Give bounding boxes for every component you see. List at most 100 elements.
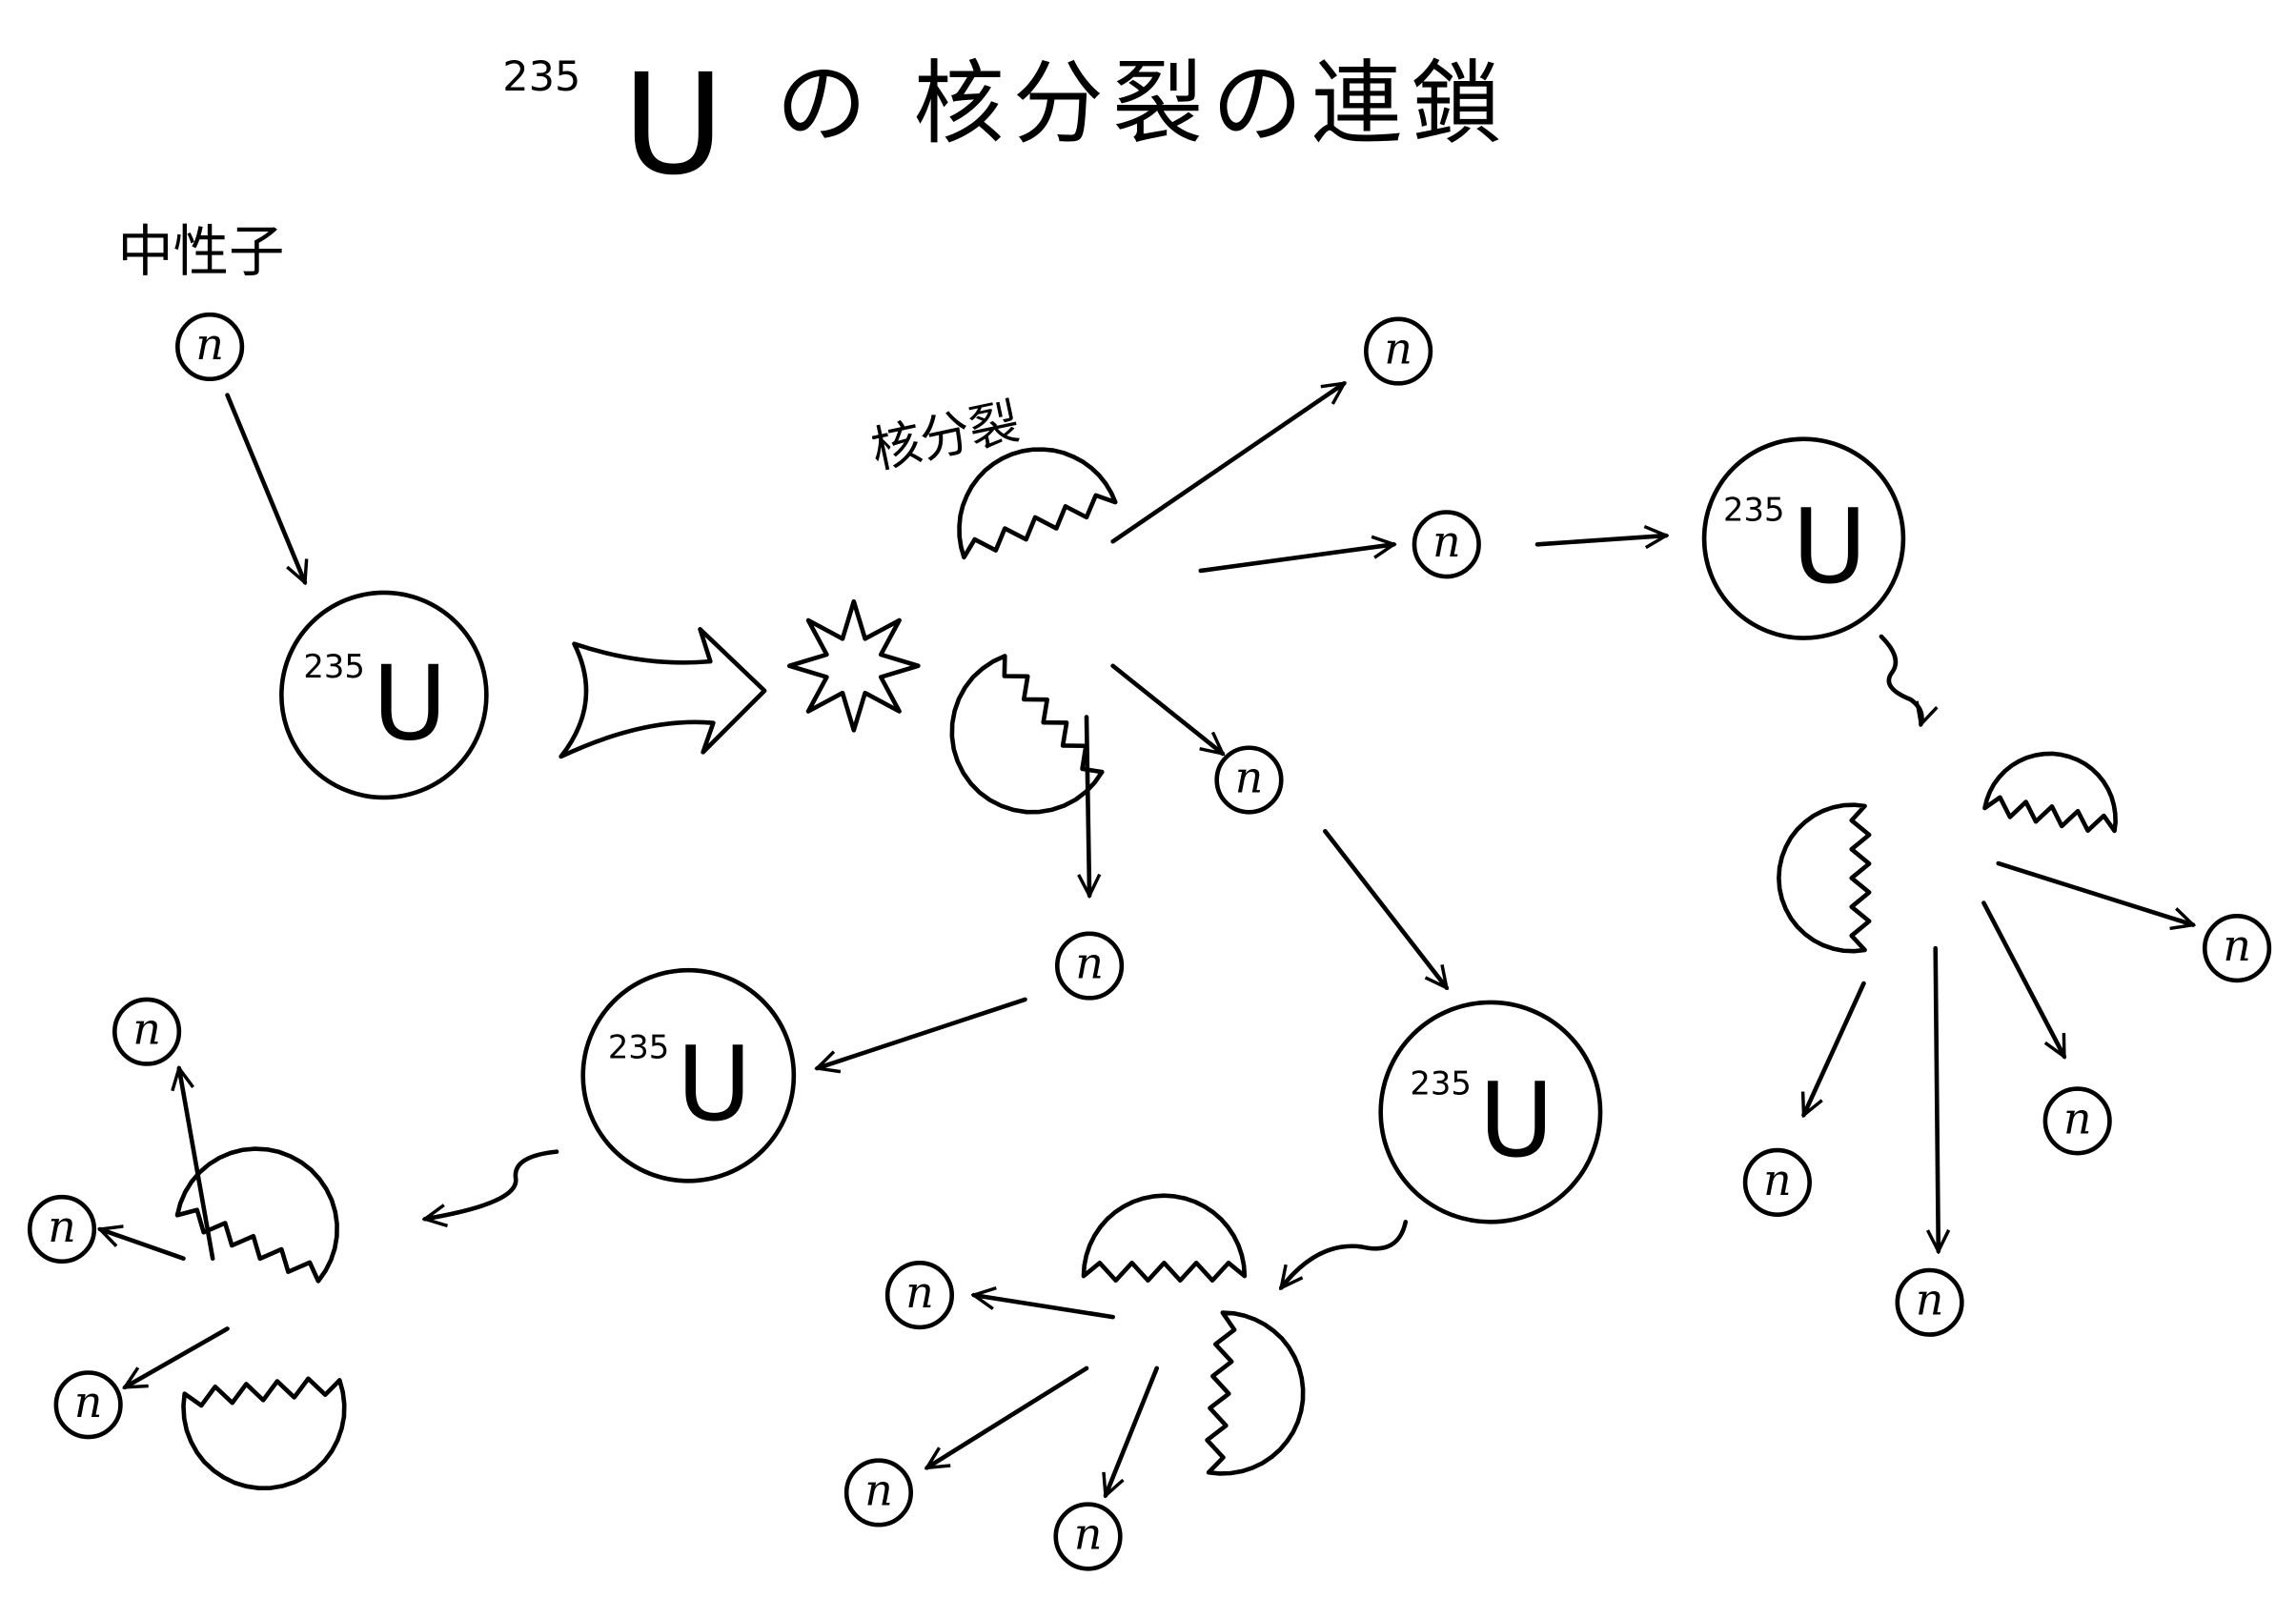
neutron: n [112, 997, 182, 1066]
neutron-circle [1412, 510, 1481, 579]
neutron-circle [884, 1261, 955, 1330]
neutron-arrow [1087, 715, 1089, 896]
nucleus-fragment [949, 654, 1105, 815]
neutron-arrow [100, 1229, 186, 1262]
neutron-arrow [927, 1365, 1089, 1470]
element-symbol: U [373, 645, 448, 764]
neutron-symbol: n [1074, 1507, 1103, 1559]
nucleus-fragment [1777, 802, 1872, 954]
nucleus-fragment [174, 1146, 339, 1284]
element-symbol: U [1792, 488, 1867, 607]
element-symbol: U [677, 1025, 752, 1144]
gamma-wavy-arrow [1879, 634, 1922, 724]
diagram-title: 235 U の 核分裂の連鎖 [502, 45, 1510, 206]
mass-number: 235 [1723, 492, 1784, 529]
neutron-symbol: n [2063, 1092, 2092, 1143]
neutron-label: 中性子 [117, 219, 284, 284]
neutron-circle [1895, 1267, 1964, 1337]
neutron-circle [1742, 1147, 1812, 1217]
fission-label: 核分裂 [866, 394, 1025, 480]
neutron: n [2202, 914, 2272, 983]
neutron-symbol: n [48, 1201, 76, 1252]
gamma-wavy-arrow [1281, 1220, 1409, 1287]
neutron: n [175, 312, 245, 382]
title-text: の 核分裂の連鎖 [776, 51, 1510, 156]
neutrons: n n n n n n n n n n n n n n n [27, 312, 2272, 1571]
nucleus-fragment [1081, 1193, 1248, 1284]
neutron-circle [27, 1194, 97, 1264]
neutron-symbol: n [74, 1376, 103, 1427]
neutron-circle [843, 1458, 914, 1527]
neutron-symbol: n [864, 1464, 893, 1515]
nucleus-circle [279, 590, 489, 800]
big-arrow [559, 627, 767, 759]
nucleus-circle [1701, 436, 1906, 640]
neutron-arrow [817, 997, 1027, 1068]
neutron-arrow [1323, 828, 1446, 987]
neutron-circle [53, 1370, 123, 1440]
neutron-symbol: n [1763, 1154, 1792, 1205]
nucleus-circle [1378, 1000, 1603, 1224]
neutron-arrow [225, 393, 305, 583]
neutron: n [1053, 1502, 1123, 1571]
neutron-symbol: n [132, 1003, 161, 1055]
neutron: n [884, 1261, 955, 1330]
nucleus-fragment [181, 1376, 347, 1490]
neutron-arrow [125, 1326, 230, 1390]
neutron-symbol: n [1075, 938, 1104, 989]
neutron-symbol: n [905, 1266, 934, 1318]
title-mass-number: 235 [502, 53, 580, 101]
arrows [100, 381, 2193, 1496]
neutron-symbol: n [1235, 751, 1264, 802]
neutron-arrow [1106, 1365, 1160, 1496]
neutron-symbol: n [1916, 1274, 1944, 1325]
neutron-arrow [1981, 900, 2067, 1057]
neutron-symbol: n [1384, 323, 1412, 374]
mass-number: 235 [608, 1028, 669, 1065]
fission-fragments [174, 447, 2118, 1490]
mass-number: 235 [1410, 1065, 1471, 1102]
neutron: n [1054, 931, 1125, 1001]
neutron-circle [1054, 931, 1125, 1001]
neutron-arrow [1110, 381, 1345, 544]
neutron: n [1412, 510, 1481, 579]
neutron-arrow [1996, 860, 2193, 925]
neutron-symbol: n [2223, 920, 2251, 971]
neutron: n [843, 1458, 914, 1527]
neutron-circle [1214, 745, 1284, 815]
neutron-arrow [1534, 536, 1666, 544]
neutron-arrow [974, 1295, 1115, 1320]
neutron: n [1364, 316, 1433, 386]
neutron-symbol: n [195, 318, 224, 370]
nucleus-circle [580, 967, 797, 1183]
nucleus-fragment [1982, 751, 2118, 834]
neutron-circle [175, 312, 245, 382]
nucleus-fragment [957, 447, 1118, 560]
neutron-circle [2042, 1086, 2112, 1156]
neutron-circle [2202, 914, 2272, 983]
title-element: U [622, 45, 724, 206]
neutron-arrow [1804, 981, 1866, 1115]
neutron-arrow [1936, 945, 1939, 1251]
neutron: n [2042, 1086, 2112, 1156]
nucleus-fragment [1205, 1310, 1306, 1476]
fission-star-icon [786, 598, 921, 733]
neutron-circle [1364, 316, 1433, 386]
neutron: n [1742, 1147, 1812, 1217]
element-symbol: U [1479, 1062, 1554, 1181]
neutron: n [1214, 745, 1284, 815]
neutron-arrow [179, 1068, 215, 1262]
neutron: n [1895, 1267, 1964, 1337]
neutron: n [53, 1370, 123, 1440]
neutron-circle [1053, 1502, 1123, 1571]
neutron-symbol: n [1432, 516, 1461, 567]
neutron-arrow [1110, 663, 1223, 754]
neutron-arrow [1198, 544, 1394, 574]
mass-number: 235 [303, 648, 364, 685]
